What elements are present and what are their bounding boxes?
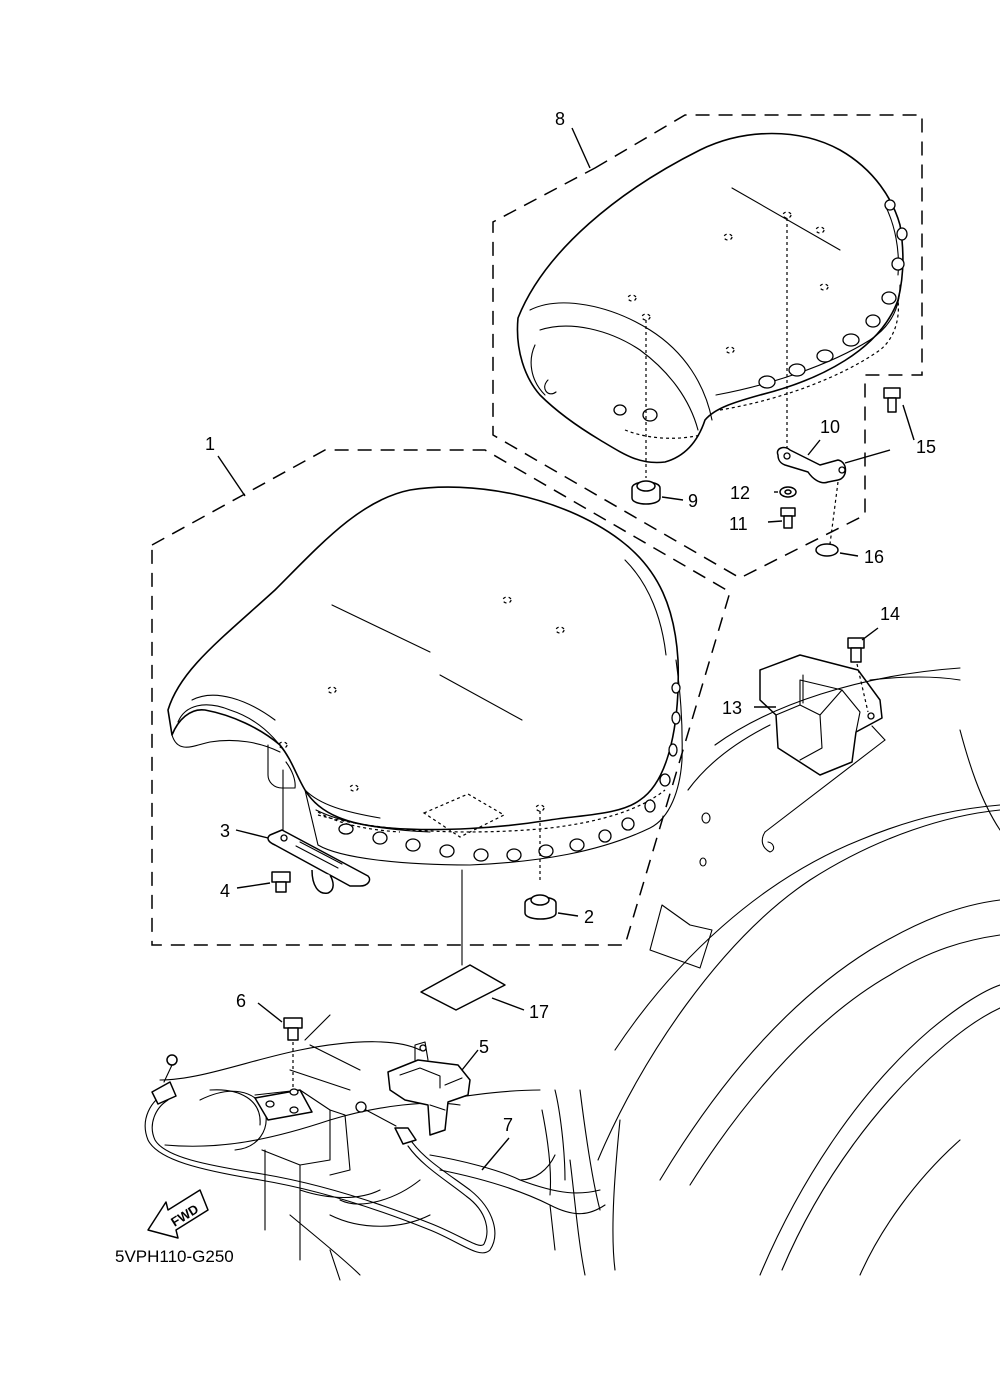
callout-12: 12 [730,483,750,503]
front-seat-studs [338,682,681,862]
fwd-arrow-icon: FWD [147,1189,209,1239]
part-9-grommet [631,480,684,505]
rear-seat-studs [613,199,908,422]
callout-2: 2 [584,907,594,927]
callout-9: 9 [688,491,698,511]
part-13-bracket [754,654,886,853]
part-14-bolt [847,627,879,713]
part-10-bracket [776,439,847,484]
part-16-washer [815,481,859,557]
lower-frame [159,1014,606,1281]
callout-16: 16 [864,547,884,567]
drawing-code: 5VPH110-G250 [115,1247,234,1266]
callout-7: 7 [503,1115,513,1135]
callout-5: 5 [479,1037,489,1057]
callout-3: 3 [220,821,230,841]
frame-lines [579,667,1000,1276]
part-6-bolt [257,1002,303,1088]
part-11-bolt [767,507,796,529]
callout-17: 17 [529,1002,549,1022]
callout-13: 13 [722,698,742,718]
rear-seat-group [492,114,923,579]
callout-15: 15 [916,437,936,457]
part-2-grommet [524,894,579,920]
callout-10: 10 [820,417,840,437]
part-3-plate [235,829,371,894]
part-15-bolt [844,387,915,464]
part-17-label [420,869,525,1011]
part-5-lock [355,1041,479,1136]
part-4-bolt [236,871,291,893]
rear-seat-mount-marks [627,211,829,354]
callout-4: 4 [220,881,230,901]
callout-11: 11 [729,514,748,534]
callout-1: 1 [205,434,215,454]
part-12-washer [774,486,797,498]
callout-6: 6 [236,991,246,1011]
front-seat-group [151,449,731,946]
callout-14: 14 [880,604,900,624]
part-7-cable [144,1054,510,1254]
callout-8: 8 [555,109,565,129]
callout-labels: 1 2 3 4 5 6 7 8 9 10 11 12 13 14 15 16 1… [205,109,936,1135]
front-seat-mount-marks [278,596,565,812]
